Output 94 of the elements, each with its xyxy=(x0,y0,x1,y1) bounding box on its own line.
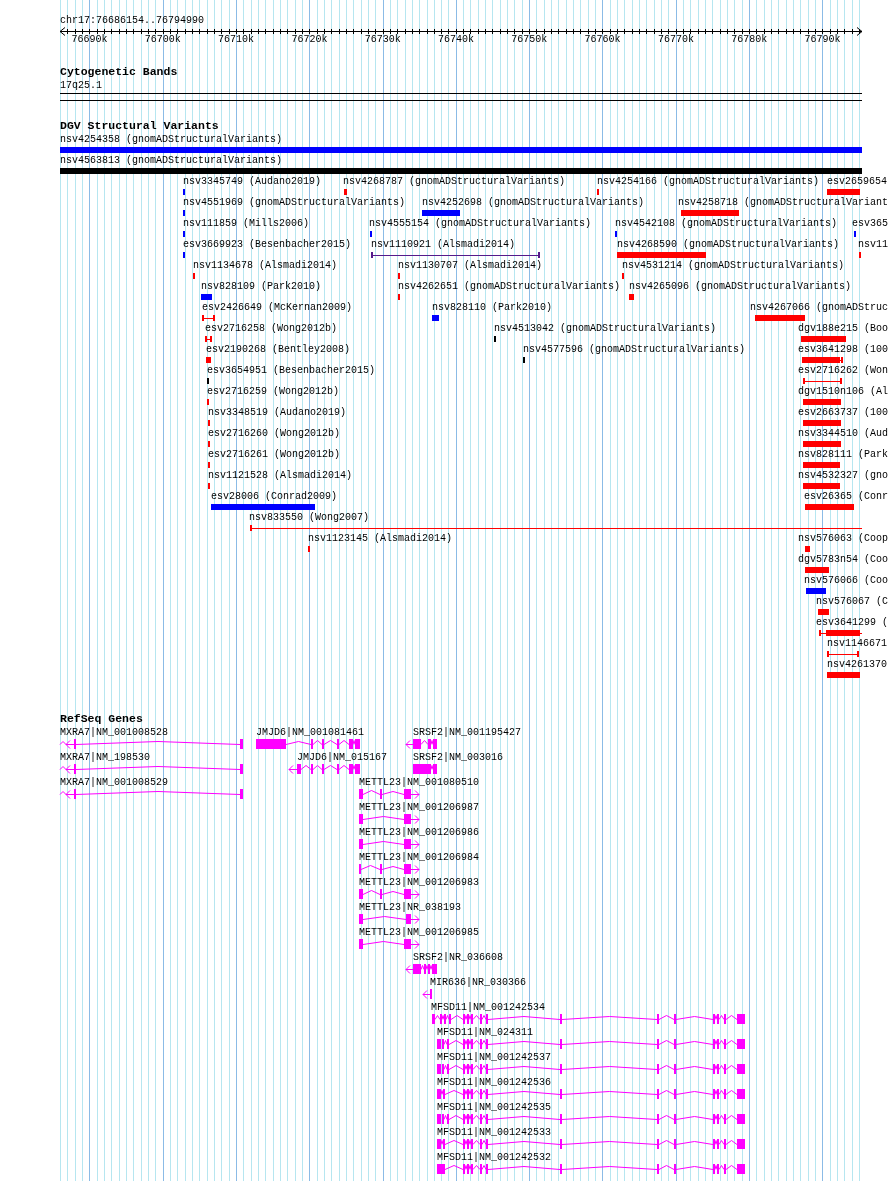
variant-label: nsv4513042 (gnomADStructuralVariants) xyxy=(494,322,717,334)
variant-label: nsv11 xyxy=(858,238,888,250)
gene-label: METTL23|NM_001206986 xyxy=(359,827,480,838)
variant-label: dgv188e215 (Boo xyxy=(798,322,888,334)
variant-label: esv3654951 (Besenbacher2015) xyxy=(207,364,376,376)
variant-label: esv365 xyxy=(852,217,888,229)
variant-label: nsv1134678 (Alsmadi2014) xyxy=(193,259,338,271)
variant-label: nsv4551969 (gnomADStructuralVariants) xyxy=(183,196,406,208)
genomic-position-label: chr17:76686154..76794990 xyxy=(60,14,205,26)
variant-label: esv2190268 (Bentley2008) xyxy=(206,343,351,355)
axis-tick-label: 76760k xyxy=(584,33,621,45)
axis-tick-label: 76710k xyxy=(218,33,255,45)
variant-label: nsv4268787 (gnomADStructuralVariants) xyxy=(343,175,566,187)
axis-tick-label: 76790k xyxy=(804,33,841,45)
variant-label: esv2716262 (Won xyxy=(798,364,888,376)
variant-label: nsv4555154 (gnomADStructuralVariants) xyxy=(369,217,592,229)
variant-label: esv3669923 (Besenbacher2015) xyxy=(183,238,352,250)
variant-label: nsv833550 (Wong2007) xyxy=(249,511,370,523)
axis-tick-label: 76690k xyxy=(71,33,108,45)
variant-label: nsv576066 (Coo xyxy=(804,574,888,586)
track-title: DGV Structural Variants xyxy=(60,119,219,132)
variant-label: esv3641299 ( xyxy=(816,616,888,628)
gene-label: MIR636|NR_030366 xyxy=(430,977,526,988)
variant-label: esv28006 (Conrad2009) xyxy=(211,490,338,502)
gene-label: MFSD11|NM_001242536 xyxy=(437,1077,552,1088)
variant-label: nsv4262651 (gnomADStructuralVariants) xyxy=(398,280,621,292)
axis-tick-label: 76770k xyxy=(657,33,694,45)
variant-label: nsv1123145 (Alsmadi2014) xyxy=(308,532,453,544)
gene-label: MFSD11|NM_001242535 xyxy=(437,1102,552,1113)
variant-label: nsv3348519 (Audano2019) xyxy=(208,406,347,418)
axis-tick-label: 76750k xyxy=(511,33,548,45)
gene-label: METTL23|NR_038193 xyxy=(359,902,462,913)
track-title: Cytogenetic Bands xyxy=(60,65,178,78)
track-title: RefSeq Genes xyxy=(60,712,143,725)
axis-tick-label: 76720k xyxy=(291,33,328,45)
variant-label: nsv3344510 (Aud xyxy=(798,427,888,439)
variant-label: esv2716261 (Wong2012b) xyxy=(208,448,341,460)
gene-label: SRSF2|NM_003016 xyxy=(413,752,503,763)
axis-tick-label: 76780k xyxy=(731,33,768,45)
variant-label: esv26365 (Conr xyxy=(804,490,888,502)
variant-label: nsv4261370 xyxy=(827,658,887,670)
variant-label: esv2426649 (McKernan2009) xyxy=(202,301,353,313)
axis-tick-label: 76740k xyxy=(438,33,474,45)
variant-label: nsv4258718 (gnomADStructuralVariant xyxy=(677,196,888,208)
variant-label: nsv576067 (C xyxy=(816,595,888,607)
variant-label: nsv4254358 (gnomADStructuralVariants) xyxy=(60,133,283,145)
gene-label: MXRA7|NM_198530 xyxy=(60,752,150,763)
cytoband-label: 17q25.1 xyxy=(60,79,102,91)
variant-label: nsv828111 (Park xyxy=(798,448,888,460)
axis-tick-label: 76730k xyxy=(364,33,401,45)
variant-label: nsv4252698 (gnomADStructuralVariants) xyxy=(422,196,645,208)
variant-label: esv2716258 (Wong2012b) xyxy=(205,322,338,334)
variant-label: nsv4268590 (gnomADStructuralVariants) xyxy=(617,238,840,250)
variant-label: nsv1146671 xyxy=(827,637,887,649)
variant-label: nsv111859 (Mills2006) xyxy=(183,217,310,229)
variant-label: nsv4267066 (gnomADStruc xyxy=(749,301,888,313)
variant-label: nsv1110921 (Alsmadi2014) xyxy=(371,238,516,250)
gene-label: METTL23|NM_001206985 xyxy=(359,927,480,938)
variant-label: nsv4577596 (gnomADStructuralVariants) xyxy=(523,343,746,355)
variant-label: dgv1510n106 (Al xyxy=(798,385,888,397)
variant-label: dgv5783n54 (Coo xyxy=(798,553,888,565)
variant-label: esv2663737 (100 xyxy=(798,406,888,418)
gene-label: MFSD11|NM_001242537 xyxy=(437,1052,552,1063)
gene-label: MFSD11|NM_024311 xyxy=(437,1027,533,1038)
variant-label: nsv4563813 (gnomADStructuralVariants) xyxy=(60,154,283,166)
variant-label: nsv1121528 (Alsmadi2014) xyxy=(208,469,353,481)
gene-label: MXRA7|NM_001008529 xyxy=(60,777,169,788)
variant-label: esv3641298 (100 xyxy=(798,343,888,355)
variant-label: nsv4254166 (gnomADStructuralVariants) xyxy=(597,175,820,187)
gene-label: MFSD11|NM_001242534 xyxy=(431,1002,546,1013)
gene-label: METTL23|NM_001206983 xyxy=(359,877,480,888)
variant-label: nsv3345749 (Audano2019) xyxy=(183,175,322,187)
gene-label: MFSD11|NM_001242533 xyxy=(437,1127,552,1138)
variant-label: nsv4265096 (gnomADStructuralVariants) xyxy=(629,280,852,292)
gene-label: SRSF2|NR_036608 xyxy=(413,952,503,963)
gene-label: JMJD6|NM_015167 xyxy=(297,752,387,763)
variant-label: esv2716260 (Wong2012b) xyxy=(208,427,341,439)
variant-label: nsv4542108 (gnomADStructuralVariants) xyxy=(615,217,838,229)
gene-label: METTL23|NM_001206984 xyxy=(359,852,480,863)
gene-label: MXRA7|NM_001008528 xyxy=(60,727,169,738)
variant-label: esv2716259 (Wong2012b) xyxy=(207,385,340,397)
gene-label: METTL23|NM_001080510 xyxy=(359,777,480,788)
axis-tick-label: 76700k xyxy=(144,33,181,45)
variant-label: nsv828110 (Park2010) xyxy=(432,301,553,313)
variant-label: esv2659654 xyxy=(827,175,887,187)
variant-label: nsv4532327 (gno xyxy=(798,469,888,481)
variant-label: nsv576063 (Coop xyxy=(798,532,888,544)
gene-label: MFSD11|NM_001242532 xyxy=(437,1152,552,1163)
variant-label: nsv4531214 (gnomADStructuralVariants) xyxy=(622,259,845,271)
variant-label: nsv1130707 (Alsmadi2014) xyxy=(398,259,543,271)
gene-label: METTL23|NM_001206987 xyxy=(359,802,480,813)
gene-label: SRSF2|NM_001195427 xyxy=(413,727,522,738)
gene-label: JMJD6|NM_001081461 xyxy=(256,727,365,738)
variant-label: nsv828109 (Park2010) xyxy=(201,280,322,292)
